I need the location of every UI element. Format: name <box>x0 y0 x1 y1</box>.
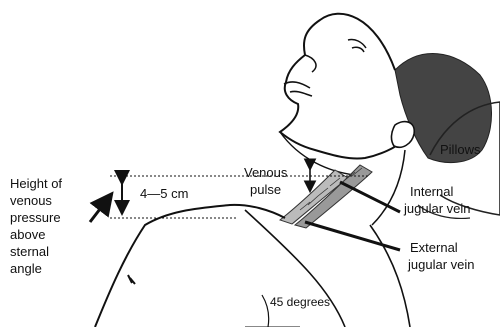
neck-back <box>372 150 405 225</box>
shoulder-line <box>370 225 410 327</box>
height-pointer <box>90 196 110 222</box>
pillows-label: Pillows <box>440 142 480 158</box>
ear <box>391 122 414 148</box>
face-profile <box>280 14 405 159</box>
jaw-line <box>280 132 355 175</box>
mouth <box>284 82 312 96</box>
eye <box>348 39 366 52</box>
measurement-label: 4—5 cm <box>140 186 188 202</box>
venous-pulse-line-2: pulse <box>250 182 281 198</box>
height-label-line-5: sternal <box>10 244 49 260</box>
height-label-line-1: Height of <box>10 176 62 192</box>
external-jugular-pointer <box>305 222 400 250</box>
nipple <box>128 275 135 284</box>
internal-jugular-line-2: jugular vein <box>404 201 471 217</box>
angle-arc <box>262 295 269 327</box>
internal-jugular-pointer <box>340 182 400 212</box>
external-jugular-line-2: jugular vein <box>408 257 475 273</box>
nose <box>305 55 316 72</box>
internal-jugular-line-1: Internal <box>410 184 453 200</box>
height-label-line-3: pressure <box>10 210 61 226</box>
angle-label: 45 degrees <box>270 294 330 310</box>
external-jugular-line-1: External <box>410 240 458 256</box>
height-label-line-4: above <box>10 227 45 243</box>
height-label-line-6: angle <box>10 261 42 277</box>
torso-outline <box>95 205 285 327</box>
height-label-line-2: venous <box>10 193 52 209</box>
venous-pulse-line-1: Venous <box>244 165 287 181</box>
